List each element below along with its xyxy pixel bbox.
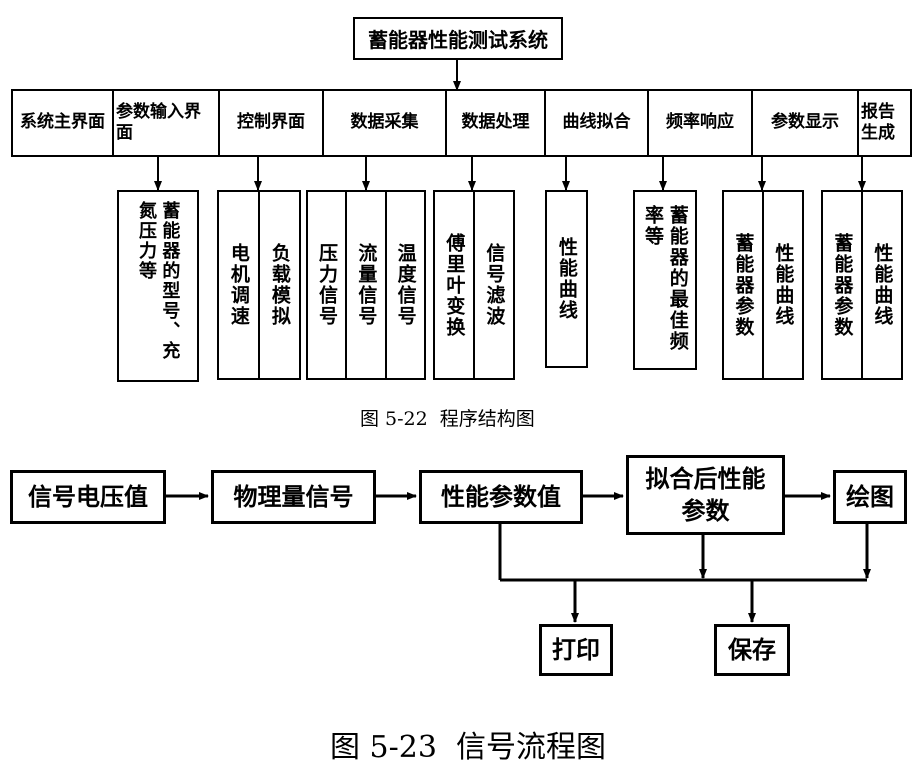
- root-node: 蓄能器性能测试系统: [353, 17, 563, 60]
- node-fitted-params: 拟合后性能参数: [626, 455, 785, 535]
- module-control: 控制界面: [220, 91, 324, 155]
- root-label: 蓄能器性能测试系统: [368, 28, 548, 52]
- detail-acquisition: 压力信号 流量信号 温度信号: [306, 190, 426, 380]
- node-plot: 绘图: [833, 470, 907, 524]
- detail-processing: 傅里叶变换 信号滤波: [433, 190, 515, 380]
- detail-fitting: 性能曲线: [545, 190, 588, 368]
- figure1-caption: 图 5-22 程序结构图: [360, 408, 535, 430]
- detail-frequency: 蓄能器的最佳频率等: [633, 190, 697, 370]
- module-main-ui: 系统主界面: [13, 91, 114, 155]
- detail-control: 电机调速 负载模拟: [217, 190, 301, 380]
- node-signal-voltage: 信号电压值: [10, 470, 166, 524]
- module-fitting: 曲线拟合: [546, 91, 649, 155]
- detail-display: 蓄能器参数 性能曲线: [722, 190, 804, 380]
- figure2-caption: 图 5-23 信号流程图: [330, 730, 607, 765]
- module-frequency: 频率响应: [649, 91, 753, 155]
- node-print: 打印: [539, 624, 613, 676]
- module-display: 参数显示: [753, 91, 859, 155]
- module-report: 报告生成: [861, 101, 895, 143]
- module-processing: 数据处理: [447, 91, 546, 155]
- node-performance-params: 性能参数值: [419, 470, 583, 524]
- detail-report: 蓄能器参数 性能曲线: [821, 190, 903, 380]
- node-physical-signal: 物理量信号: [211, 470, 376, 524]
- module-row: 系统主界面 参数输入界面 控制界面 数据采集 数据处理 曲线拟合 频率响应 参数…: [11, 89, 912, 157]
- module-param-input: 参数输入界面: [114, 91, 220, 155]
- node-save: 保存: [714, 624, 790, 676]
- detail-text: 蓄能器的型号、充氮压力等: [136, 201, 181, 361]
- detail-param-input: 蓄能器的型号、充氮压力等: [117, 190, 199, 382]
- module-acquisition: 数据采集: [324, 91, 447, 155]
